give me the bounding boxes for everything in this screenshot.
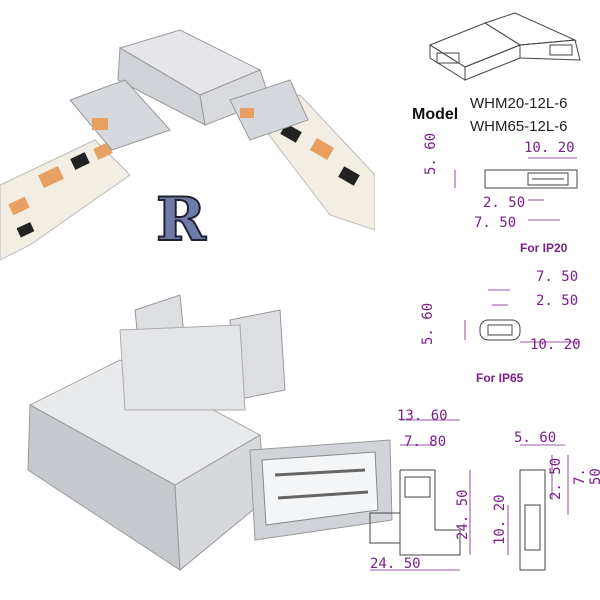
bottom-right-drawing — [507, 444, 569, 571]
bl-bottom-dim: 24. 50 — [370, 556, 421, 572]
ip65-width-dim: 10. 20 — [530, 337, 581, 353]
ip20-note: For IP20 — [520, 241, 568, 255]
br-depth-dim: 7. 50 — [572, 468, 600, 485]
model-label: Model — [412, 106, 459, 123]
l-connector — [69, 29, 309, 151]
model-value-1: WHM20-12L-6 — [470, 95, 568, 112]
ip65-depth-dim: 7. 50 — [536, 269, 579, 285]
ip65-note: For IP65 — [476, 371, 524, 385]
ip20-inner-dim: 2. 50 — [483, 195, 526, 211]
ip65-height-dim: 5. 60 — [420, 302, 436, 345]
logo-letter: R — [156, 185, 207, 252]
bl-height-dim: 24. 50 — [455, 489, 471, 540]
model-outline-drawing — [428, 12, 581, 81]
registered-logo: R — [155, 184, 208, 252]
br-width-dim: 10. 20 — [492, 494, 508, 545]
connector-photo-top — [0, 0, 375, 270]
br-inner-dim: 2. 50 — [548, 457, 564, 500]
bl-inner-dim: 7. 80 — [404, 434, 447, 450]
ip20-depth-dim: 7. 50 — [474, 215, 517, 231]
br-top-dim: 5. 60 — [514, 430, 557, 446]
bl-top-dim: 13. 60 — [397, 408, 448, 424]
bottom-left-drawing — [369, 419, 471, 571]
model-value-2: WHM65-12L-6 — [470, 118, 568, 135]
ip20-height-dim: 5. 60 — [423, 132, 439, 175]
ip20-width-dim: 10. 20 — [524, 140, 575, 156]
connector-photo-bottom — [0, 270, 400, 600]
led-strip-left — [0, 139, 131, 261]
ip20-drawing — [454, 157, 578, 221]
ip65-drawing — [464, 289, 580, 343]
ip65-inner-dim: 2. 50 — [536, 293, 579, 309]
l-connector-closeup — [27, 294, 393, 572]
